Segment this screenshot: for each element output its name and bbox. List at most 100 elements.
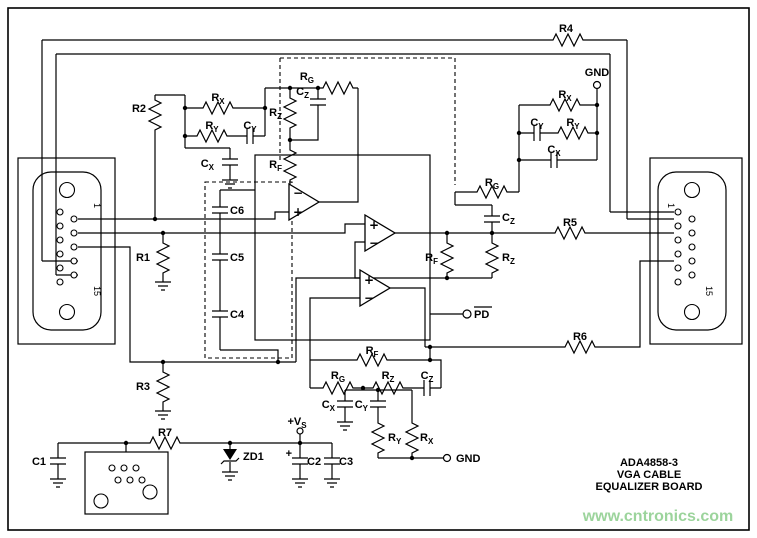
pin-15-label: 15 <box>92 286 102 296</box>
ic-outline <box>254 154 431 341</box>
label-cx2: CX <box>547 144 561 158</box>
opamp-channel2: + − <box>364 213 397 253</box>
label-c4: C4 <box>230 309 245 321</box>
connector-screw-hole <box>683 181 701 199</box>
opamp2-noninverting-input: + <box>369 218 379 232</box>
label-cx3: CX <box>322 399 336 413</box>
ground-icon <box>154 406 172 420</box>
ground-icon <box>291 474 309 488</box>
label-cy2: CY <box>530 117 544 131</box>
pin-1-label: 1 <box>92 203 102 208</box>
connector-screw-hole <box>58 181 76 199</box>
label-r6: R6 <box>573 331 587 343</box>
title-block: ADA4858-3 VGA CABLE EQUALIZER BOARD <box>596 457 703 493</box>
zener-zd1 <box>220 449 240 465</box>
schematic-border <box>7 7 750 531</box>
resistor-RZ3 <box>367 381 409 395</box>
label-pd: PD <box>474 309 489 321</box>
label-gnd-top: GND <box>585 67 610 79</box>
capacitor-C2 <box>291 446 309 476</box>
ground-icon <box>221 467 239 481</box>
capacitor-CZ1 <box>309 87 327 117</box>
resistor-RZ1 <box>283 92 297 134</box>
board-part-number: ADA4858-3 <box>620 457 678 469</box>
label-c2: C2 <box>307 456 321 468</box>
resistor-RF1 <box>283 144 297 186</box>
label-r3: R3 <box>136 381 150 393</box>
label-rx3: RX <box>420 432 434 446</box>
capacitor-C4 <box>211 299 229 329</box>
watermark: www.cntronics.com <box>582 508 734 525</box>
label-cy3: CY <box>355 399 369 413</box>
capacitor-CY3 <box>369 389 387 419</box>
dashed-jumper-lines <box>204 57 456 359</box>
resistor-RY3 <box>371 417 385 459</box>
label-r2: R2 <box>132 103 146 115</box>
resistor-R1 <box>156 237 170 279</box>
opamp1-inverting-input: − <box>293 186 303 200</box>
pin-1-label: 1 <box>666 203 676 208</box>
label-cx1: CX <box>201 158 215 172</box>
label-zd1: ZD1 <box>243 451 264 463</box>
label-rf2: RF <box>425 252 438 266</box>
label-rz2: RZ <box>502 252 515 266</box>
label-rf3: RF <box>366 345 379 359</box>
capacitor-CX1 <box>221 147 239 177</box>
label-ry3: RY <box>388 432 402 446</box>
opamp3-noninverting-input: + <box>364 273 374 287</box>
opamp2-inverting-input: − <box>369 236 379 250</box>
board-title-line2: VGA CABLE <box>617 469 681 481</box>
label-gnd-bottom: GND <box>456 453 481 465</box>
opamp3-inverting-input: − <box>364 291 374 305</box>
label-c1: C1 <box>32 456 46 468</box>
ground-icon <box>49 474 67 488</box>
label-cy1: CY <box>243 120 257 134</box>
gnd-terminal <box>592 80 602 90</box>
capacitor-C5 <box>211 242 229 272</box>
resistor-R4 <box>547 33 589 47</box>
resistor-R2 <box>148 94 162 136</box>
resistor-RF2 <box>440 237 454 279</box>
vs-terminal <box>296 427 304 435</box>
label-c5: C5 <box>230 252 244 264</box>
label-ry2: RY <box>566 117 580 131</box>
label-rf1: RF <box>269 159 282 173</box>
ground-icon <box>323 474 341 488</box>
label-rx1: RX <box>211 92 225 106</box>
ground-symbols <box>49 175 354 488</box>
terminals <box>296 80 602 463</box>
capacitor-CZ3 <box>412 379 442 397</box>
resistor-RZ2 <box>485 237 499 279</box>
connector-screw-hole <box>58 303 76 321</box>
label-r4: R4 <box>559 23 574 35</box>
pin-15-label: 15 <box>704 286 714 296</box>
connector-screw-hole <box>683 303 701 321</box>
capacitor-CX3 <box>336 389 354 419</box>
capacitor-CZ2 <box>483 204 501 234</box>
right-vga-connector: 1 15 <box>649 157 743 345</box>
label-rg2: RG <box>485 177 499 191</box>
capacitors <box>49 87 569 476</box>
label-cz1: CZ <box>296 86 309 100</box>
label-cz2: CZ <box>502 212 515 226</box>
capacitor-C3 <box>323 446 341 476</box>
label-cz3: CZ <box>421 370 434 384</box>
ground-icon <box>154 277 172 291</box>
label-rg1: RG <box>300 71 314 85</box>
label-rz1: RZ <box>269 107 282 121</box>
gnd-terminal <box>442 453 452 463</box>
capacitor-C1 <box>49 446 67 476</box>
resistor-R3 <box>156 366 170 408</box>
label-rz3: RZ <box>382 370 395 384</box>
component-labels: R4 R2 R1 R3 R5 R6 R7 C6 C5 C4 C1 C2 C3 Z… <box>32 23 609 468</box>
label-c2-polarity: + <box>286 448 292 460</box>
opamp-channel3: + − <box>359 268 392 308</box>
label-ry1: RY <box>205 120 219 134</box>
resistor-RX3 <box>405 417 419 459</box>
label-rg3: RG <box>331 370 345 384</box>
label-r7: R7 <box>158 427 172 439</box>
left-vga-connector: 1 15 <box>17 157 116 345</box>
pd-terminal <box>462 309 472 319</box>
